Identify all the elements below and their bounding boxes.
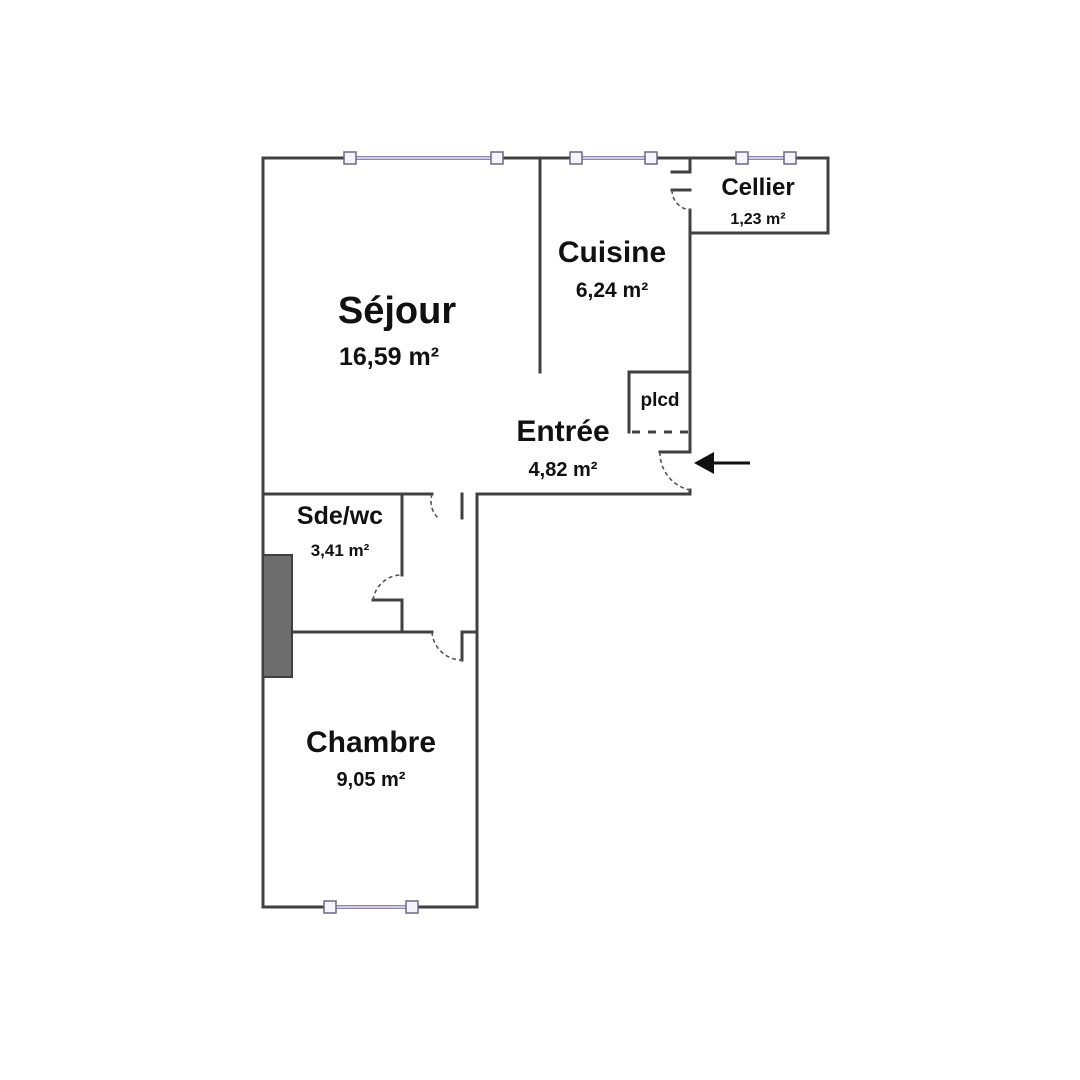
room-name-chambre: Chambre [306, 726, 436, 759]
outer-top-wall [261, 156, 830, 235]
room-area-chambre: 9,05 m² [337, 769, 406, 791]
sde-right-wall [371, 492, 404, 634]
windows [323, 151, 797, 914]
left-wall [261, 156, 479, 909]
window-cellier [735, 151, 797, 165]
sejour-bottom-wall [261, 492, 464, 520]
sde-door-swing [372, 574, 403, 601]
placard-walls [627, 370, 692, 434]
room-area-cuisine: 6,24 m² [576, 279, 648, 302]
right-wall-lower [475, 488, 692, 496]
cellier-door-swing [671, 189, 691, 211]
chambre-door-swing [431, 631, 463, 661]
entry-door-swing [659, 451, 691, 491]
room-name-placard: plcd [640, 390, 679, 411]
room-name-sde-wc: Sde/wc [297, 502, 383, 530]
room-area-entree: 4,82 m² [529, 459, 598, 481]
room-name-entree: Entrée [516, 415, 609, 448]
room-area-sejour: 16,59 m² [339, 343, 439, 371]
room-name-cuisine: Cuisine [558, 236, 666, 269]
window-sejour [343, 151, 504, 165]
room-name-cellier: Cellier [721, 174, 794, 201]
window-chambre [323, 900, 419, 914]
corridor-door-swing [430, 493, 439, 519]
room-area-cellier: 1,23 m² [730, 211, 785, 228]
doors [372, 189, 691, 661]
entrance-arrow-icon [694, 452, 750, 474]
room-area-sde-wc: 3,41 m² [311, 541, 370, 560]
chambre-top-wall [261, 630, 479, 662]
walls [261, 156, 830, 909]
room-name-sejour: Séjour [338, 290, 456, 332]
cellier-door-jamb [670, 170, 692, 192]
fixture-block [262, 554, 293, 678]
window-cuisine [569, 151, 658, 165]
